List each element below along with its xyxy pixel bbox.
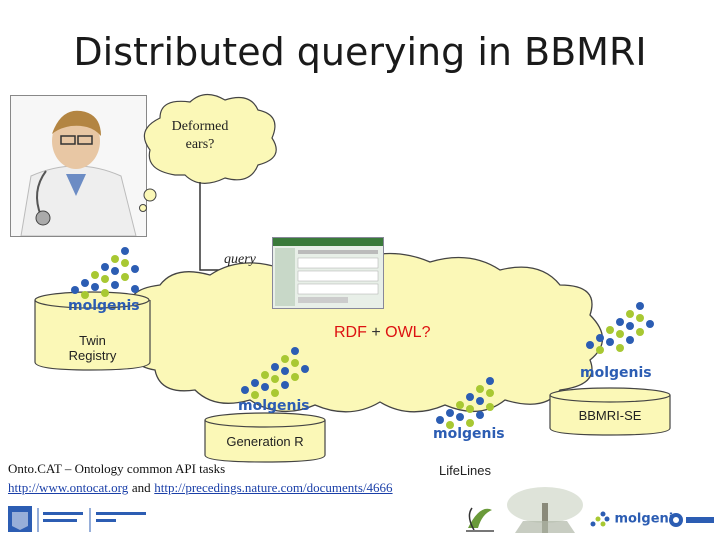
plus-text: +	[366, 324, 386, 341]
molgenis-footer-text: molgenis	[614, 511, 681, 527]
query-interface-screenshot	[272, 237, 384, 309]
molgenis-dots-4	[586, 302, 654, 354]
thought-bubble-text: Deformed ears?	[160, 118, 240, 154]
reference-links: http://www.ontocat.org and http://preced…	[8, 480, 393, 496]
molgenis-dots-3	[436, 377, 494, 429]
rdf-owl-label: RDF + OWL?	[334, 324, 430, 342]
doctor-photo	[10, 95, 147, 237]
ontocat-caption: Onto.CAT – Ontology common API tasks	[8, 461, 226, 476]
molgenis-footer-logo: molgenis	[590, 510, 681, 528]
bbmri-se-label: BBMRI-SE	[578, 408, 642, 423]
molgenis-logo-4: molgenis	[580, 365, 652, 381]
twin-registry-db-top	[34, 291, 150, 309]
slide-title: Distributed querying in BBMRI	[73, 30, 647, 74]
university-groningen-logo	[8, 504, 173, 534]
thought-bubble-tail-small	[139, 204, 147, 212]
twin-registry-line-1: Twin	[79, 333, 106, 348]
generation-r-label: Generation R	[226, 434, 304, 449]
bbmri-se-db	[549, 395, 671, 436]
lifelines-tree-logo	[505, 485, 585, 535]
lifelines-label: LifeLines	[438, 463, 492, 478]
generation-r-db	[204, 420, 326, 463]
thought-bubble-shape	[143, 93, 277, 184]
bbmri-se-db-top	[549, 387, 671, 403]
molgenis-dots-2	[241, 347, 309, 399]
twin-registry-line-2: Registry	[68, 348, 117, 363]
generation-r-db-top	[204, 412, 326, 428]
rdf-text: RDF	[334, 324, 367, 341]
query-label: query	[224, 252, 256, 267]
molgenis-logo-1: molgenis	[68, 298, 140, 314]
molgenis-logo-3: molgenis	[433, 426, 505, 442]
ontocat-logo	[460, 500, 500, 534]
molgenis-logo-2: molgenis	[238, 398, 310, 414]
molgenis-dots-1	[71, 247, 139, 299]
twin-registry-db	[34, 300, 151, 371]
umcg-logo	[668, 508, 716, 532]
ontocat-link[interactable]: http://www.ontocat.org	[8, 480, 129, 495]
thought-line-1: Deformed	[171, 119, 229, 134]
precedings-link[interactable]: http://precedings.nature.com/documents/4…	[154, 480, 393, 495]
twin-registry-label: Twin Registry	[40, 333, 145, 363]
thought-bubble-tail-large	[143, 188, 157, 202]
owl-text: OWL?	[385, 324, 431, 341]
thought-line-2: ears?	[185, 137, 215, 152]
and-text: and	[131, 480, 151, 495]
